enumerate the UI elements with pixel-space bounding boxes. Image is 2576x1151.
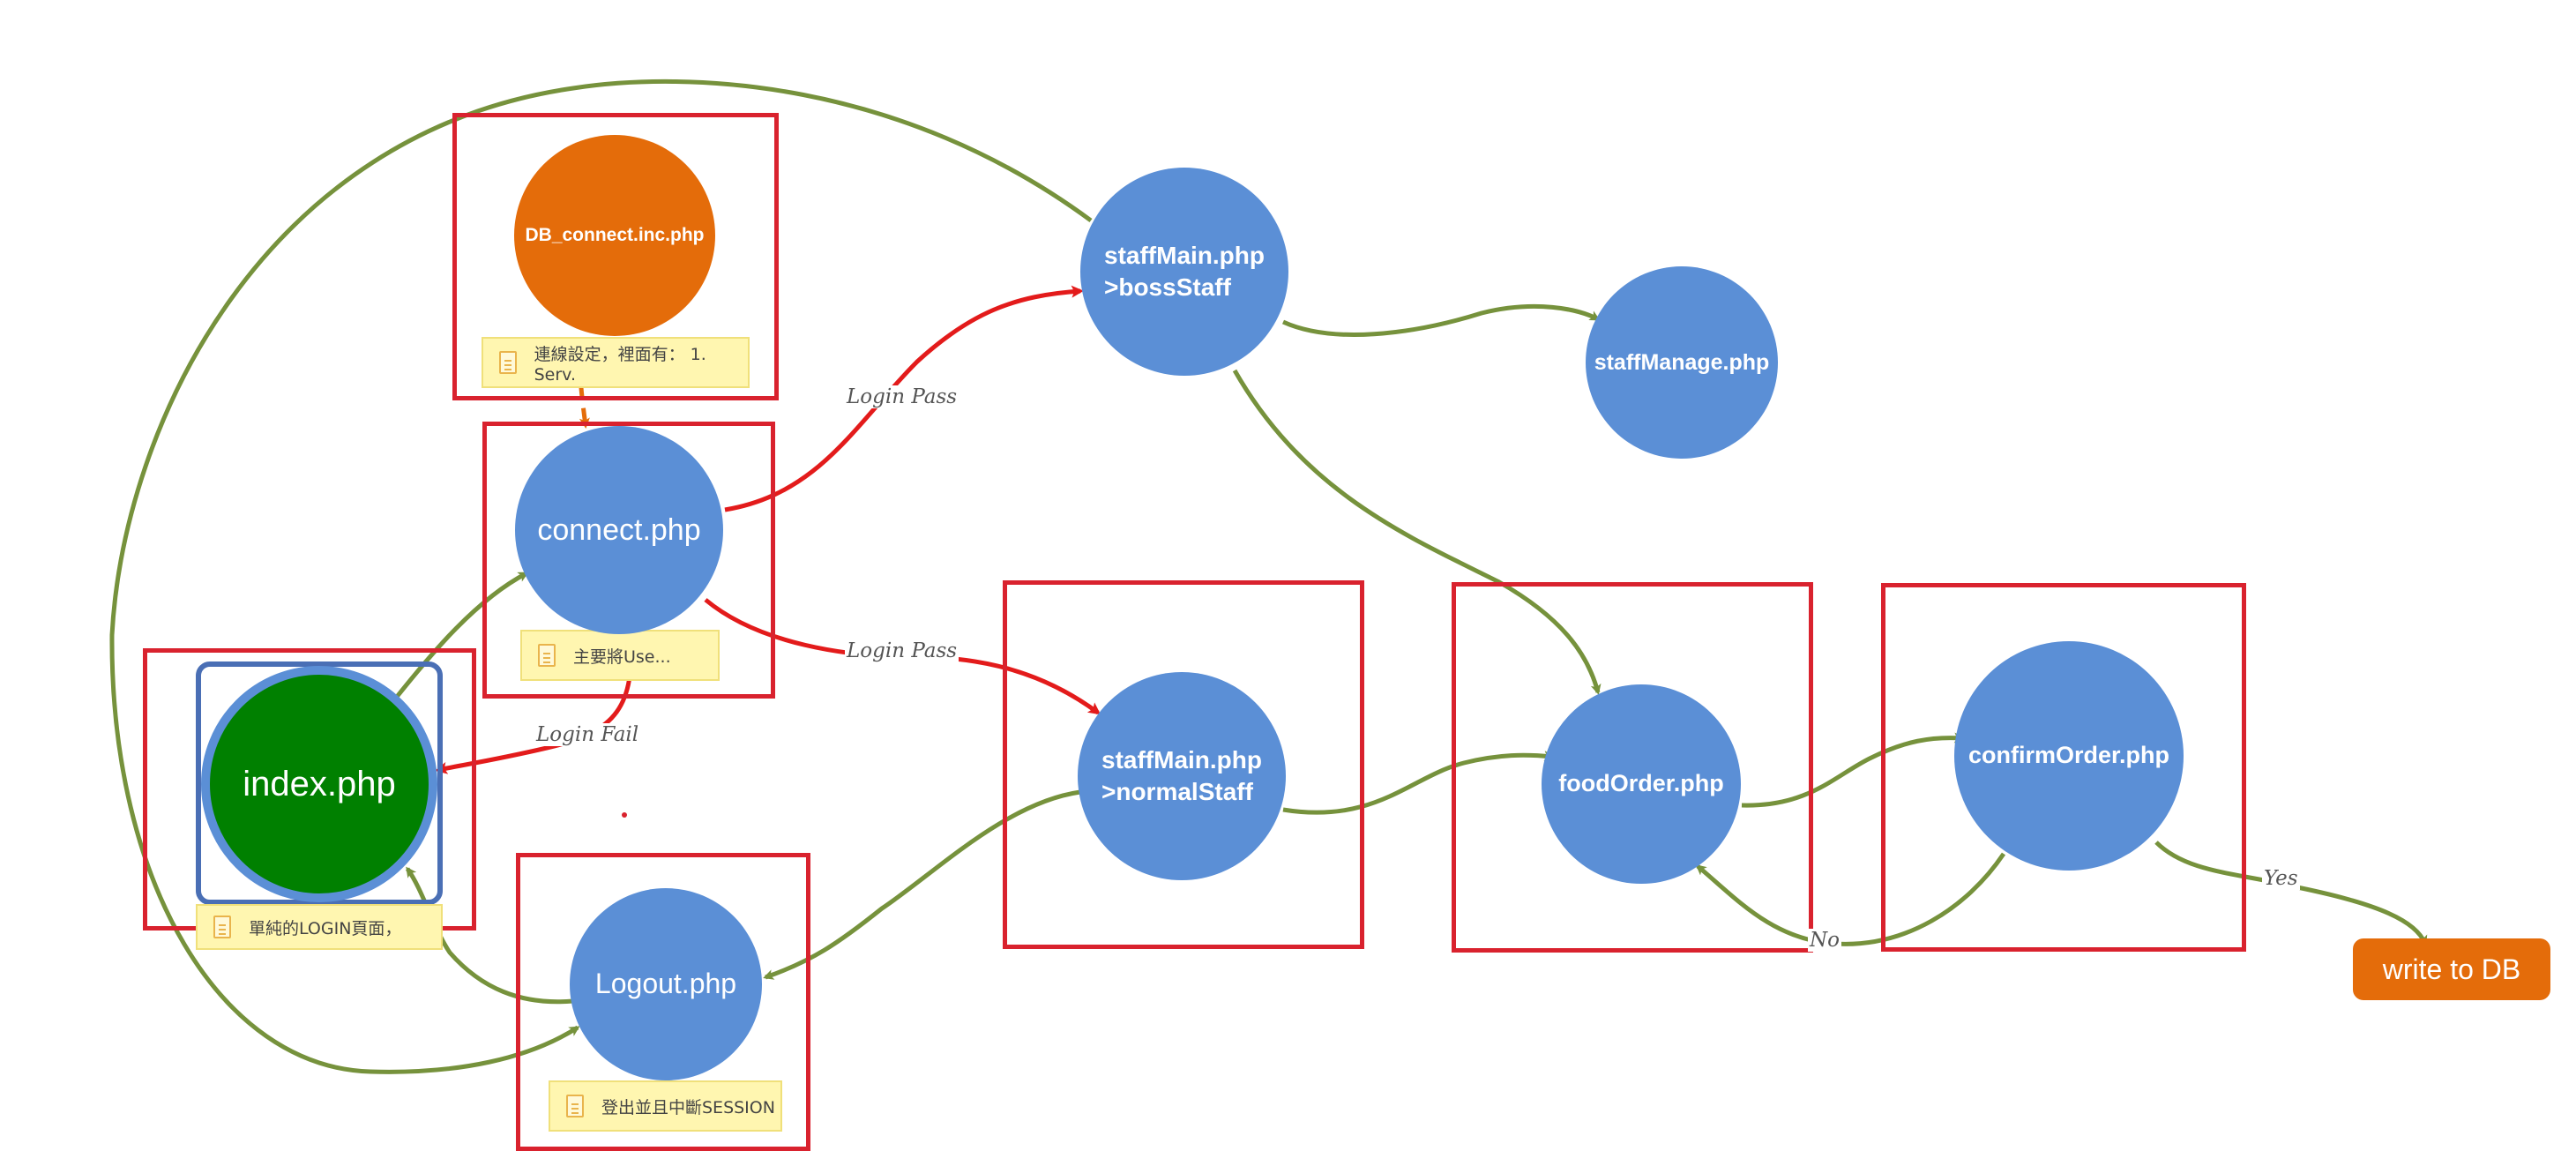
node-staff-main-boss[interactable]: staffMain.php >bossStaff	[1080, 168, 1288, 376]
edge-connect-to-boss	[724, 285, 1084, 512]
node-label: staffMain.php >bossStaff	[1104, 241, 1265, 301]
frame-confirm-order	[1881, 583, 2246, 952]
node-label: connect.php	[537, 512, 701, 547]
frame-index-inner	[196, 661, 443, 905]
write-to-db-box[interactable]: write to DB	[2353, 938, 2550, 1000]
note-connect[interactable]: 主要將Use...	[520, 630, 720, 681]
node-staff-manage[interactable]: staffManage.php	[1586, 266, 1778, 459]
frame-staff-main-normal	[1003, 580, 1364, 949]
node-db-connect[interactable]: DB_connect.inc.php	[514, 135, 715, 336]
note-text: 主要將Use...	[573, 647, 671, 667]
stray-dot	[622, 812, 627, 818]
write-to-db-label: write to DB	[2382, 953, 2521, 985]
frame-logout	[516, 853, 810, 1151]
label-yes: Yes	[2262, 867, 2300, 890]
node-connect[interactable]: connect.php	[515, 426, 723, 634]
edge-boss-to-food-order	[1232, 369, 1602, 695]
note-logout[interactable]: 登出並且中斷SESSION	[549, 1080, 782, 1132]
node-label: staffManage.php	[1594, 349, 1770, 375]
note-db-connect[interactable]: 連線設定，裡面有： 1. Serv.	[482, 337, 750, 388]
label-login-pass-boss: Login Pass	[845, 385, 959, 408]
edge-logout-to-index	[405, 866, 574, 1005]
node-logout[interactable]: Logout.php	[570, 888, 762, 1080]
label-login-fail: Login Fail	[534, 723, 641, 746]
frame-connect	[482, 422, 775, 699]
node-label: confirmOrder.php	[1967, 742, 2170, 769]
document-icon	[213, 916, 231, 938]
note-text: 連線設定，裡面有： 1. Serv.	[534, 344, 706, 385]
node-label: DB_connect.inc.php	[525, 225, 705, 246]
document-icon	[566, 1095, 584, 1117]
note-index[interactable]: 單純的LOGIN頁面，	[196, 904, 443, 950]
note-text: 登出並且中斷SESSION	[601, 1097, 775, 1117]
node-index[interactable]: index.php	[201, 666, 437, 902]
node-confirm-order[interactable]: confirmOrder.php	[1954, 641, 2184, 871]
node-food-order[interactable]: foodOrder.php	[1542, 684, 1741, 884]
label-no: No	[1808, 929, 1841, 952]
node-staff-main-normal[interactable]: staffMain.php >normalStaff	[1078, 672, 1286, 880]
edge-connect-to-index	[435, 632, 634, 774]
edge-normal-to-food-order	[1282, 751, 1555, 815]
frame-db-connect	[452, 113, 779, 400]
note-text: 單純的LOGIN頁面，	[249, 918, 402, 938]
node-label: foodOrder.php	[1558, 770, 1724, 797]
node-label: Logout.php	[594, 968, 737, 1000]
node-label: staffMain.php >normalStaff	[1101, 745, 1262, 805]
document-icon	[538, 644, 556, 667]
edge-index-to-connect	[395, 571, 529, 699]
label-login-pass-normal: Login Pass	[845, 639, 959, 662]
edge-boss-to-logout	[109, 78, 1093, 1074]
edge-boss-to-staff-manage	[1281, 303, 1601, 337]
node-label: index.php	[243, 765, 396, 803]
document-icon	[499, 351, 517, 374]
frame-food-order	[1452, 582, 1813, 953]
edge-food-order-to-confirm	[1741, 732, 1965, 808]
